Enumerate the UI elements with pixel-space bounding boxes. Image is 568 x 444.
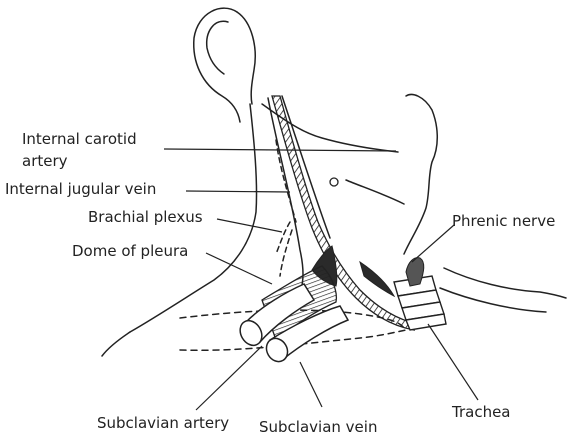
ear-outline [194,8,240,122]
neck-front-line [282,96,330,238]
pleura-dashed-2 [276,222,290,254]
leader-subclavian-vein [300,362,322,407]
vein-node [330,178,338,186]
shoulder-line [102,332,130,356]
chest-line-right [444,268,566,298]
label-internal-carotid-artery: Internal carotid artery [22,128,162,172]
chin-line [346,180,404,204]
label-internal-jugular-vein: Internal jugular vein [5,180,156,198]
phrenic-nerve-shape [406,258,424,286]
leader-internal-jugular [186,191,290,192]
label-brachial-plexus: Brachial plexus [88,208,203,226]
leader-phrenic-nerve [412,225,454,262]
label-subclavian-artery: Subclavian artery [97,414,229,432]
leader-brachial-plexus [217,219,282,232]
leader-subclavian-artery [196,346,262,410]
label-phrenic-nerve: Phrenic nerve [452,212,555,230]
ear-inner [207,21,228,74]
label-trachea: Trachea [452,403,511,421]
ear-back [237,12,255,104]
label-dome-of-pleura: Dome of pleura [72,242,188,260]
leader-trachea [428,324,478,400]
face-profile [404,95,437,254]
pleura-dashed-1 [280,230,292,276]
label-subclavian-vein: Subclavian vein [259,418,377,436]
lower-dark-wedge [360,262,394,296]
